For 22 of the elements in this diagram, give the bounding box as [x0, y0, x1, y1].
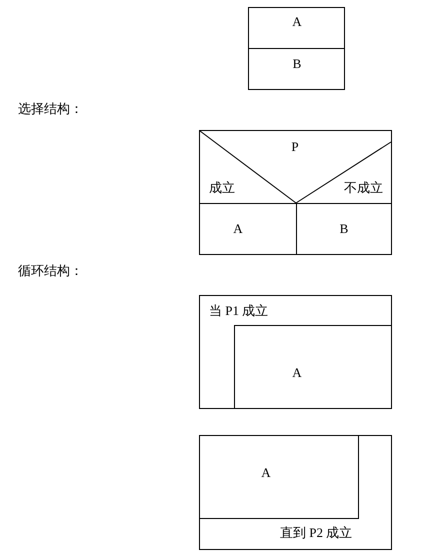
loop-body-box [234, 325, 392, 409]
process-box [248, 48, 345, 90]
process-box [296, 203, 392, 255]
process-label: A [292, 14, 302, 30]
loop-body-box [199, 435, 359, 519]
process-label: B [292, 56, 302, 72]
process-label: B [340, 221, 348, 237]
loop-box [199, 295, 392, 409]
loop-condition-label: 当 P1 成立 [209, 303, 268, 319]
process-label: A [233, 221, 243, 237]
loop-condition-label: 直到 P2 成立 [280, 525, 352, 541]
condition-label: P [291, 139, 299, 155]
section-heading: 循环结构： [18, 264, 83, 280]
process-box [199, 203, 297, 255]
loop-box [199, 435, 392, 550]
section-heading: 选择结构： [18, 102, 83, 118]
branch-label: 成立 [209, 180, 235, 196]
branch-label: 不成立 [344, 180, 383, 196]
process-label: A [292, 365, 302, 381]
condition-box [199, 130, 392, 204]
process-label: A [261, 465, 271, 481]
process-box [248, 7, 345, 49]
